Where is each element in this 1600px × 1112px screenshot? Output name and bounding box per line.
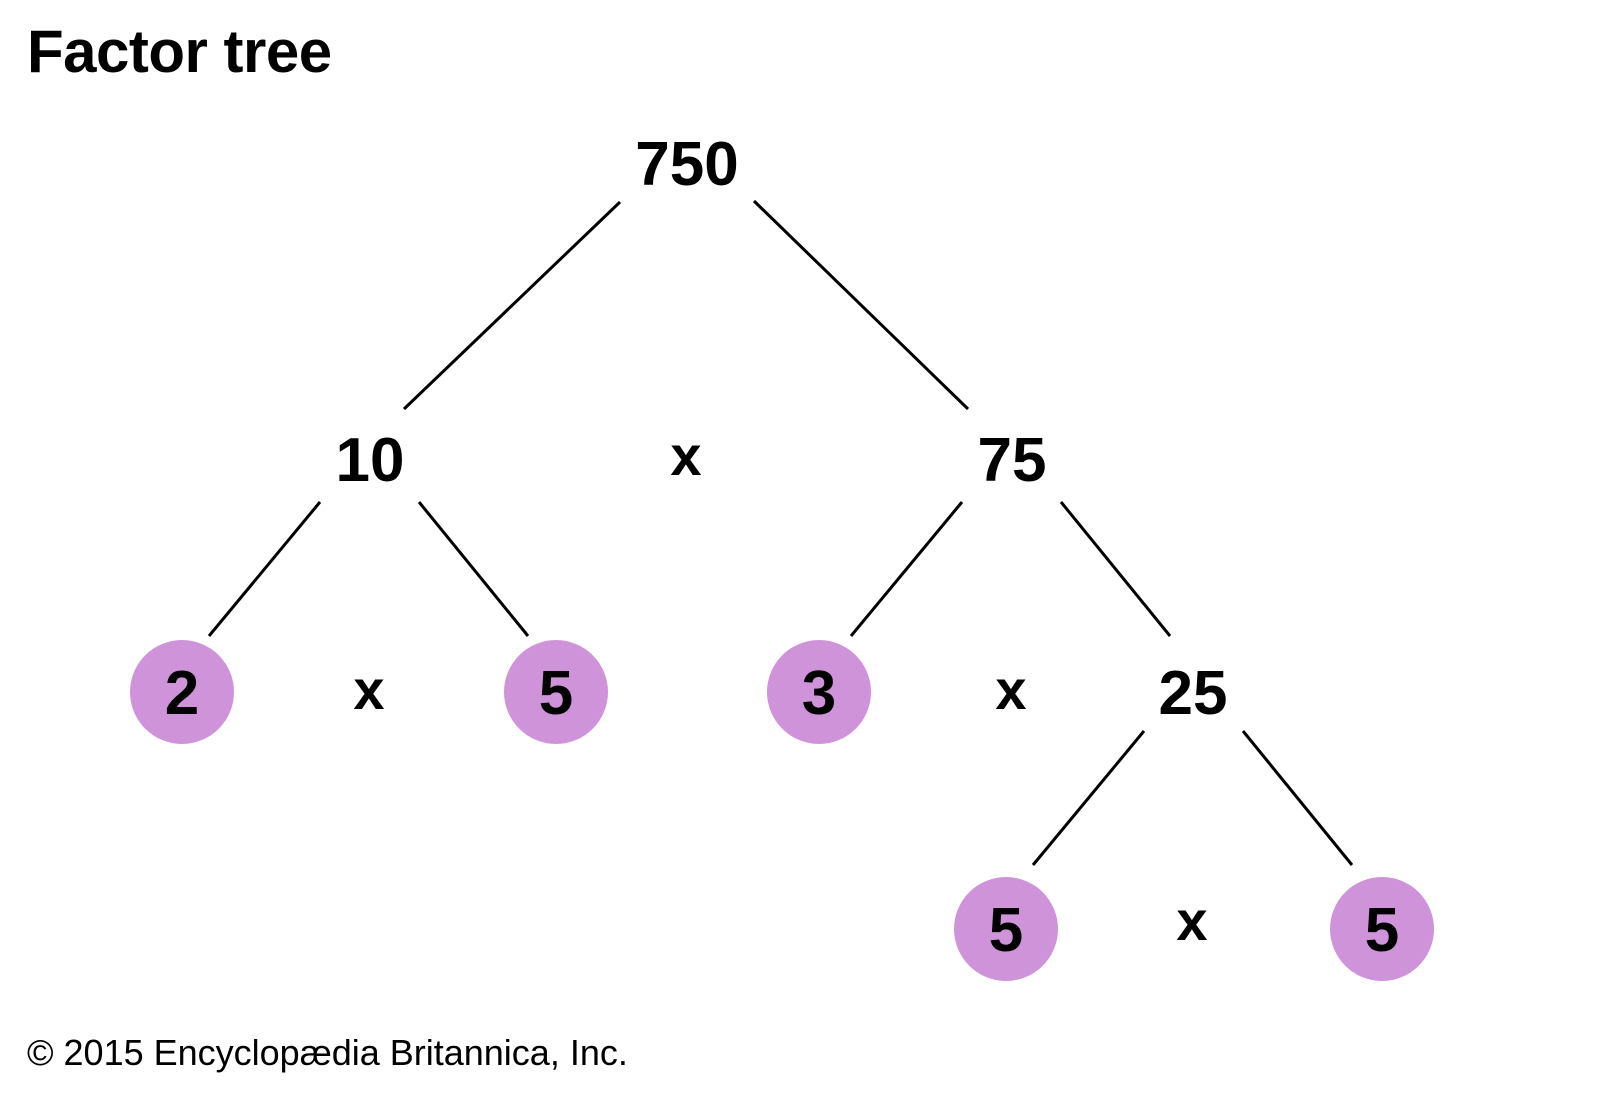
node-prime-5-a: 5 [539, 659, 573, 728]
copyright-notice: © 2015 Encyclopædia Britannica, Inc. [27, 1032, 628, 1073]
tree-nodes: 750 10 x 75 2 x 5 3 x 25 5 x 5 [165, 130, 1399, 965]
prime-circle-5-a [504, 640, 608, 744]
node-prime-3: 3 [802, 659, 836, 728]
prime-circle-5-b [954, 877, 1058, 981]
node-25: 25 [1159, 659, 1228, 728]
edge-10-to-5 [417, 501, 530, 637]
edge-750-to-75 [752, 199, 970, 411]
times-symbol-level1: x [670, 424, 701, 487]
tree-edges [207, 199, 1354, 866]
edge-750-to-10 [402, 200, 622, 411]
edge-75-to-25 [1059, 501, 1172, 637]
times-symbol-level3: x [1176, 889, 1207, 952]
node-prime-5-c: 5 [1365, 896, 1399, 965]
prime-circle-5-c [1330, 877, 1434, 981]
edge-10-to-2 [207, 501, 322, 637]
prime-markers [130, 640, 1434, 981]
node-level1-left: 10 [336, 426, 405, 495]
diagram-title: Factor tree [27, 18, 332, 85]
times-symbol-right-branch: x [995, 658, 1026, 721]
edge-25-to-5-right [1241, 730, 1354, 866]
node-root: 750 [635, 130, 738, 199]
edge-25-to-5-left [1031, 730, 1146, 866]
prime-circle-2 [130, 640, 234, 744]
node-level1-right: 75 [978, 426, 1047, 495]
prime-circle-3 [767, 640, 871, 744]
node-prime-5-b: 5 [989, 896, 1023, 965]
node-prime-2: 2 [165, 659, 199, 728]
edge-75-to-3 [849, 501, 964, 637]
times-symbol-left-branch: x [353, 658, 384, 721]
